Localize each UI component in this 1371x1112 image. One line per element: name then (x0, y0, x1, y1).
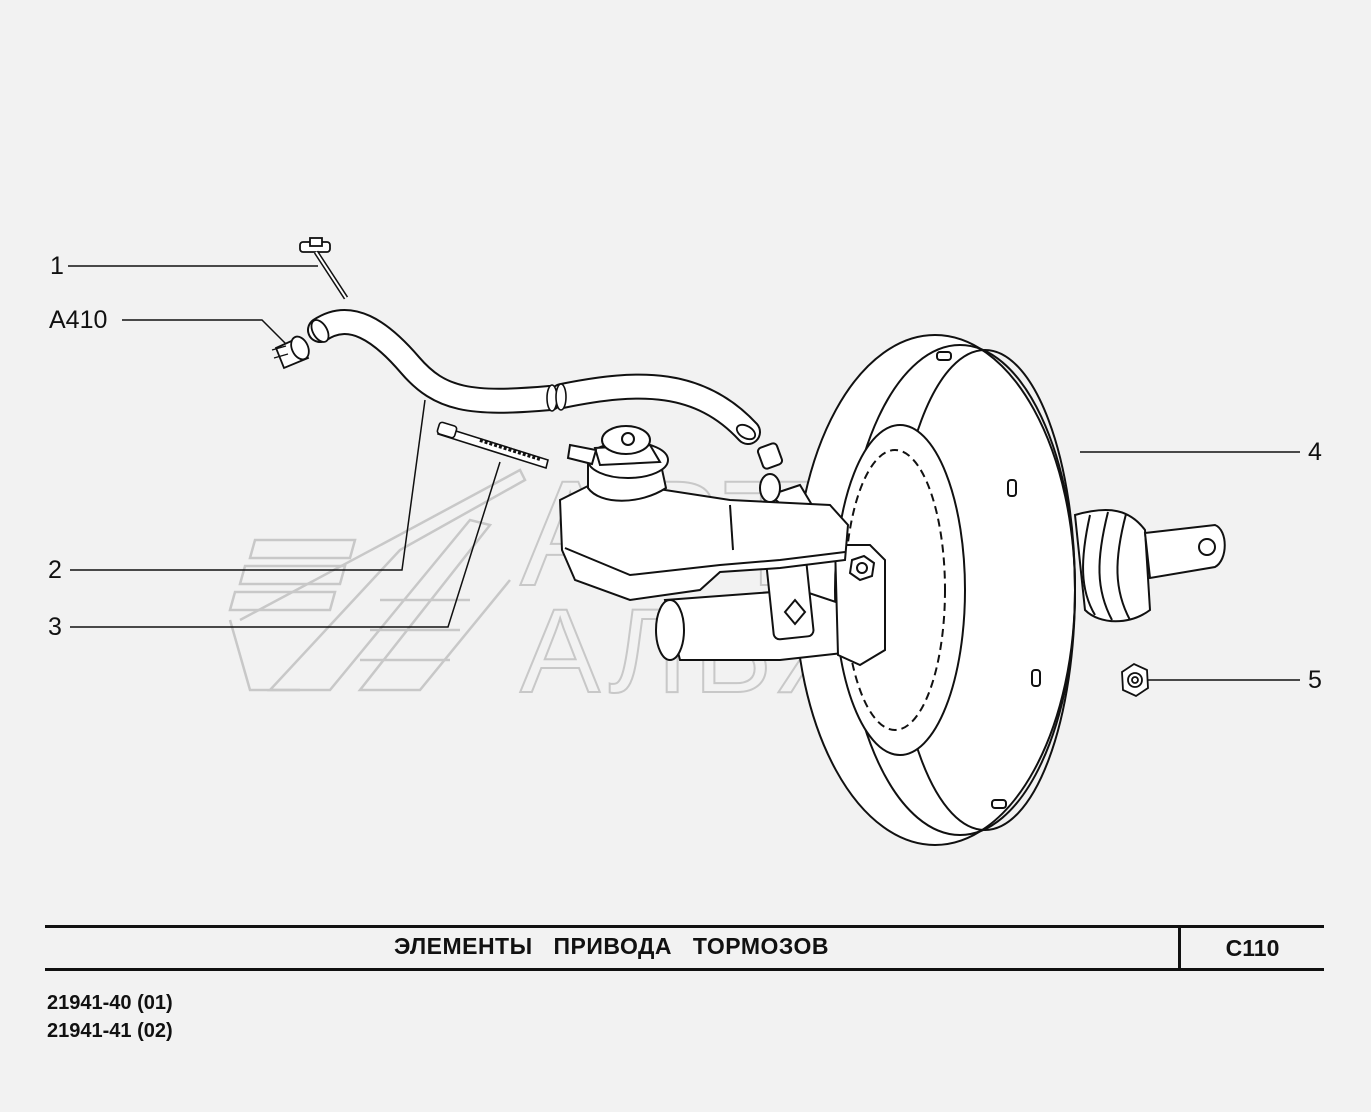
booster-boot (1073, 509, 1226, 623)
model-code-1: 21941-40 (01) (47, 992, 173, 1014)
callout-5: 5 (1308, 666, 1322, 694)
leader-lines (68, 265, 1300, 681)
watermark-logo (228, 468, 527, 692)
callout-3: 3 (48, 613, 62, 641)
part-3-cable-tie (436, 421, 549, 470)
callout-4: 4 (1308, 438, 1322, 466)
part-5-nut (1121, 662, 1149, 698)
vacuum-hose (307, 309, 761, 445)
model-code-2: 21941-41 (02) (47, 1020, 173, 1042)
callout-a410: A410 (49, 306, 108, 334)
part-a410-clamp (271, 335, 310, 370)
title-block: ЭЛЕМЕНТЫ ПРИВОДА ТОРМОЗОВ C110 (45, 925, 1324, 971)
brake-drive-diagram: АВТО АЛЬЯНС (68, 237, 1300, 846)
callout-2: 2 (48, 556, 62, 584)
diagram-title: ЭЛЕМЕНТЫ ПРИВОДА ТОРМОЗОВ (393, 933, 829, 959)
callout-1: 1 (50, 252, 64, 280)
title-divider (1178, 928, 1181, 968)
brake-fluid-reservoir (558, 425, 850, 602)
sheet-code: C110 (1225, 935, 1280, 961)
part-1-fitting (299, 237, 349, 300)
